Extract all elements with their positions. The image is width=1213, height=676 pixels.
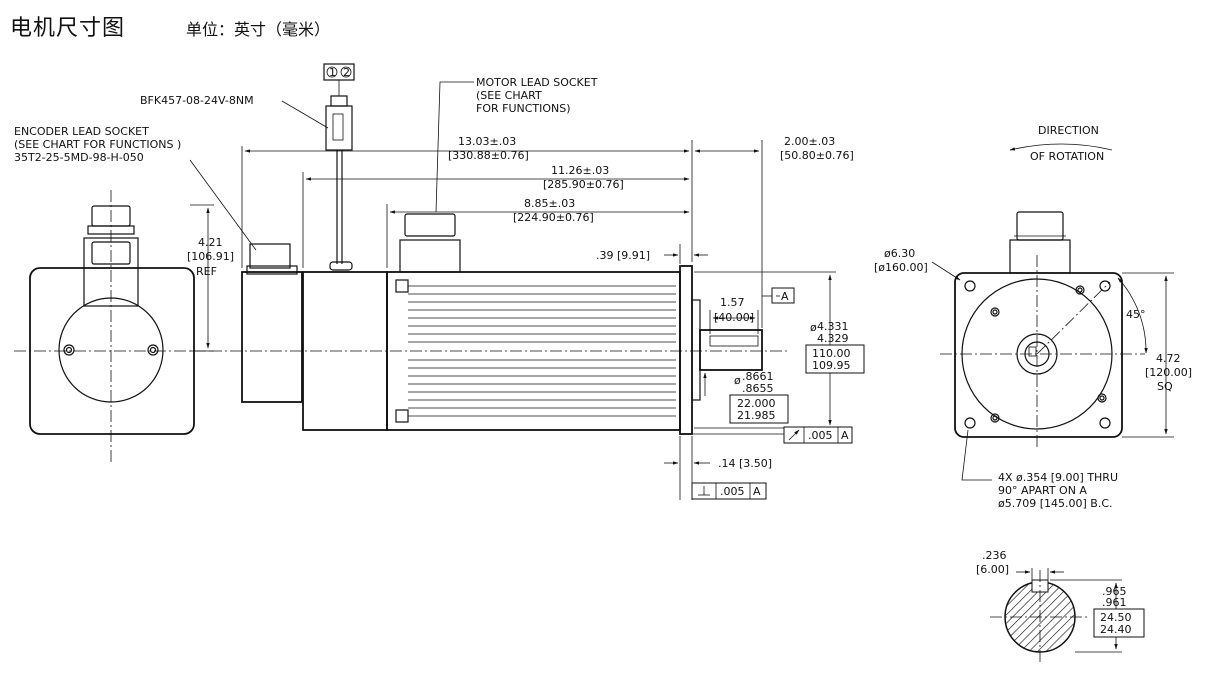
motor-socket-note: (SEE CHART xyxy=(476,89,542,102)
encoder-socket-note: (SEE CHART FOR FUNCTIONS ) xyxy=(14,138,181,151)
key-depth-upper: .965 xyxy=(1102,585,1127,598)
perpendicularity-value: .005 xyxy=(720,485,745,498)
encoder-height-ref: REF xyxy=(196,265,217,278)
square-sq-label: SQ xyxy=(1157,380,1173,393)
brake-connector-label: BFK457-08-24V-8NM xyxy=(140,94,254,107)
overall-length-mm-dim: [330.88±0.76] xyxy=(448,149,529,162)
bolt-circle-dim: ø6.30 xyxy=(884,247,915,260)
flange-thickness-dim: .39 [9.91] xyxy=(596,249,650,262)
key-depth-mm-upper: 24.50 xyxy=(1100,611,1132,624)
key-depth-lower: .961 xyxy=(1102,596,1127,609)
shaft-dia-upper: .8661 xyxy=(742,370,774,383)
encoder-socket-label: ENCODER LEAD SOCKET xyxy=(14,125,149,138)
pilot-dia-mm-lower: 109.95 xyxy=(812,359,851,372)
square-dim: 4.72 xyxy=(1156,352,1181,365)
encoder-height-dim: 4.21 xyxy=(198,236,223,249)
mounting-holes-line3: ø5.709 [145.00] B.C. xyxy=(998,497,1113,510)
key-length-mm-dim: [40.00] xyxy=(714,311,754,324)
cooling-fins xyxy=(408,285,676,417)
body-length-mm-dim: [285.90±0.76] xyxy=(543,178,624,191)
mounting-holes-line1: 4X ø.354 [9.00] THRU xyxy=(998,471,1118,484)
encoder-leader xyxy=(189,159,257,251)
perpendicularity-datum: A xyxy=(753,485,761,498)
mounting-holes-line2: 90° APART ON A xyxy=(998,484,1087,497)
key-width-dim: .236 xyxy=(982,549,1007,562)
pilot-dia-mm-upper: 110.00 xyxy=(812,347,851,360)
encoder-height-mm-dim: [106.91] xyxy=(187,250,234,263)
body-length-dim: 11.26±.03 xyxy=(551,164,609,177)
page-title: 电机尺寸图 xyxy=(10,16,126,41)
overall-length-dim: 13.03±.03 xyxy=(458,135,516,148)
runout-value: .005 xyxy=(808,429,833,442)
bolt-angle-dim: 45° xyxy=(1126,308,1146,321)
unit-note: 单位：英寸（毫米） xyxy=(186,20,331,39)
rear-end-view xyxy=(14,190,214,462)
connector-pin-1: 1 xyxy=(329,66,336,79)
motor-leader xyxy=(435,81,474,213)
motor-socket-note2: FOR FUNCTIONS) xyxy=(476,102,571,115)
key-length-dim: 1.57 xyxy=(720,296,745,309)
svg-text:ø: ø xyxy=(810,321,817,334)
bolt-circle-mm-dim: [ø160.00] xyxy=(874,261,928,274)
motor-socket-label: MOTOR LEAD SOCKET xyxy=(476,76,598,89)
perpendicularity-frame xyxy=(691,482,767,500)
shaft-length-mm-dim: [50.80±0.76] xyxy=(780,149,854,162)
square-mm-dim: [120.00] xyxy=(1145,366,1192,379)
rotation-arrow xyxy=(1009,143,1113,151)
frame-length-dim: 8.85±.03 xyxy=(524,197,575,210)
runout-control-frame xyxy=(783,426,853,444)
datum-a-box xyxy=(771,287,795,304)
side-view xyxy=(210,63,790,435)
shaft-dia-lower: .8655 xyxy=(742,382,774,395)
front-end-view xyxy=(931,211,1174,481)
connector-pin-2: 2 xyxy=(343,66,350,79)
pilot-dia-upper: 4.331 xyxy=(817,320,849,333)
shaft-section-view xyxy=(990,568,1122,665)
key-width-mm-dim: [6.00] xyxy=(976,563,1009,576)
frame-length-mm-dim: [224.90±0.76] xyxy=(513,211,594,224)
encoder-socket-part: 35T2-25-5MD-98-H-050 xyxy=(14,151,144,164)
datum-a-label: A xyxy=(781,290,789,303)
key-depth-mm-lower: 24.40 xyxy=(1100,623,1132,636)
rotation-label-2: OF ROTATION xyxy=(1030,150,1104,163)
rotation-label: DIRECTION xyxy=(1038,124,1099,137)
shaft-dia-mm-lower: 21.985 xyxy=(737,409,776,422)
pilot-dia-lower: 4.329 xyxy=(817,332,849,345)
pilot-depth-dim: .14 [3.50] xyxy=(718,457,772,470)
runout-datum: A xyxy=(841,429,849,442)
shaft-dia-mm-upper: 22.000 xyxy=(737,397,776,410)
svg-text:ø: ø xyxy=(734,374,741,387)
shaft-length-dim: 2.00±.03 xyxy=(784,135,835,148)
brake-leader xyxy=(281,100,329,129)
